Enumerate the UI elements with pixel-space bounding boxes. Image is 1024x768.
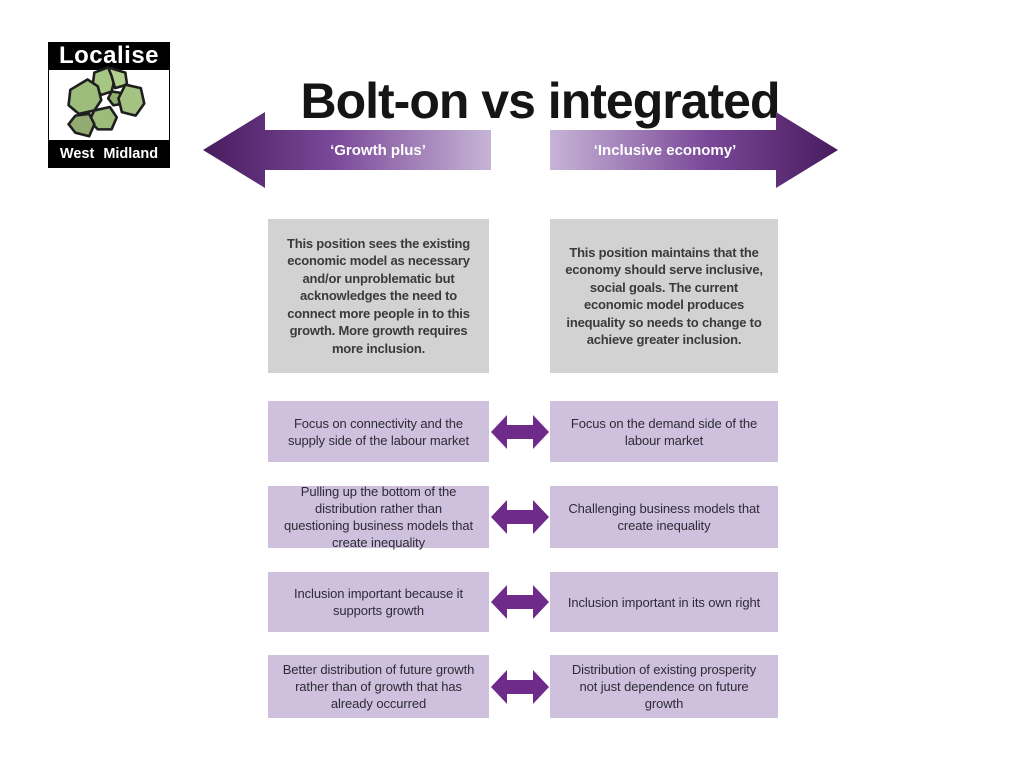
page-title: Bolt-on vs integrated [300,72,780,129]
growth-plus-summary: This position sees the existing economic… [268,219,489,373]
west-midlands-map-icon [67,66,146,138]
comparison-left-1: Focus on connectivity and the supply sid… [268,401,489,462]
comparison-right-4: Distribution of existing prosperity not … [550,655,778,718]
comparison-right-1: Focus on the demand side of the labour m… [550,401,778,462]
comparison-right-2: Challenging business models that create … [550,486,778,548]
comparison-right-3: Inclusion important in its own right [550,572,778,632]
localise-logo: Localise West Midland [48,42,170,168]
double-arrow-icon [491,670,549,704]
double-arrow-icon [491,500,549,534]
growth-plus-arrow [203,112,491,188]
double-arrow-icon [491,585,549,619]
comparison-left-3: Inclusion important because it supports … [268,572,489,632]
growth-plus-label: ‘Growth plus’ [330,141,426,159]
inclusive-economy-arrow [550,112,838,188]
comparison-left-2: Pulling up the bottom of the distributio… [268,484,489,550]
inclusive-economy-label: ‘Inclusive economy’ [593,141,737,159]
logo-region: West Midland [59,146,159,162]
double-arrow-icon [491,415,549,449]
comparison-left-4: Better distribution of future growth rat… [268,655,489,718]
logo-name: Localise [58,42,160,69]
inclusive-economy-summary: This position maintains that the economy… [550,219,778,373]
